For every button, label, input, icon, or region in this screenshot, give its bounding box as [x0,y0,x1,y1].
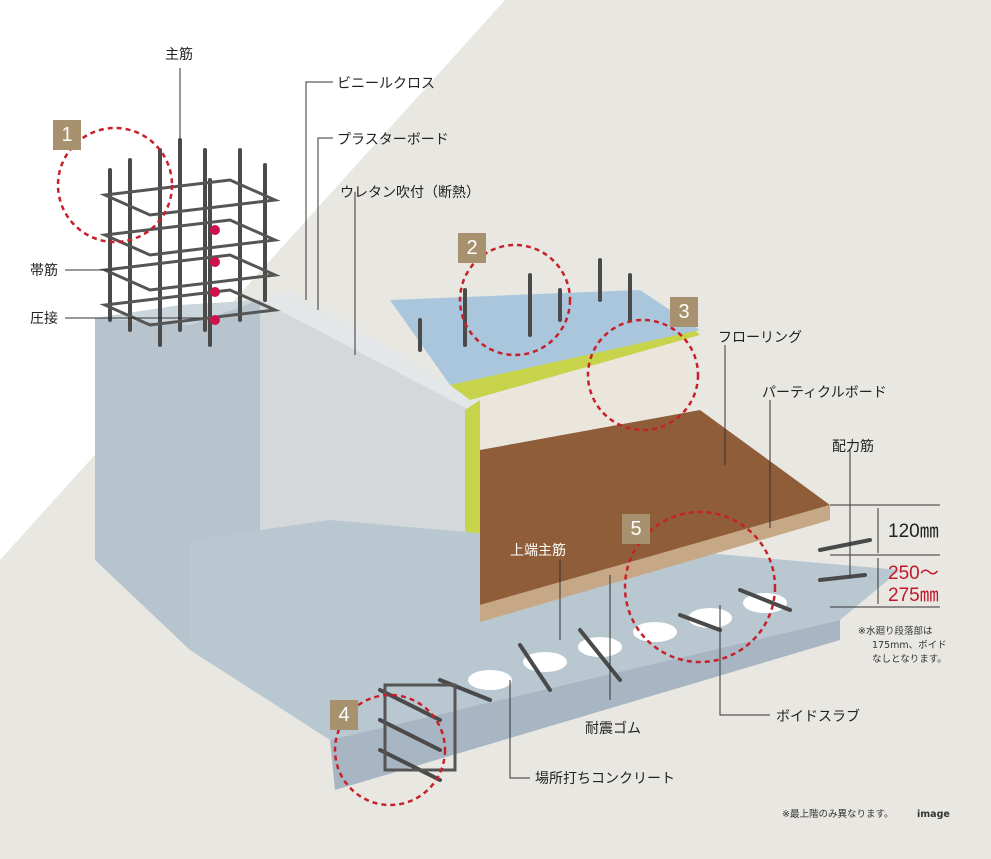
label-urethan: ウレタン吹付（断熱） [340,185,480,201]
label-top-main-bar: 上端主筋 [510,543,566,559]
note-wet-area-1: ※水廻り段落部は [858,626,933,637]
label-plaster-board: プラスターボード [337,132,449,148]
label-main-rebar: 主筋 [165,47,193,63]
label-hoop: 帯筋 [30,263,58,279]
label-seismic-rubber: 耐震ゴム [585,721,641,737]
base-slab [190,520,900,740]
label-pressure-weld: 圧接 [30,311,58,327]
marker-4: 4 [330,700,358,730]
label-flooring: フローリング [718,330,802,346]
flooring-board [480,410,830,605]
note-image: image [917,809,950,820]
upper-slab [390,290,700,385]
note-wet-area-2: 175mm、ボイド [872,640,947,651]
marker-5: 5 [622,514,650,544]
marker-2: 2 [458,233,486,263]
plaster-board [480,330,690,450]
leader-lines [65,68,940,779]
dimension-slab-line1: 250〜 [888,563,939,584]
note-top-floor: ※最上階のみ異なります。 [782,809,894,820]
highlight-circles [56,126,777,807]
label-distribution-bar: 配力筋 [832,439,874,455]
marker-1: 1 [53,120,81,150]
note-wet-area-3: なしとなります。 [872,654,947,665]
label-cast-concrete: 場所打ちコンクリート [535,771,675,787]
marker-3: 3 [670,297,698,327]
label-particle-board: パーティクルボード [762,385,887,401]
label-vinyl-cloth: ビニールクロス [337,76,435,92]
label-void-slab: ボイドスラブ [776,709,860,725]
dimension-slab-line2: 275㎜ [888,585,939,606]
dimension-floor: 120㎜ [888,521,939,542]
